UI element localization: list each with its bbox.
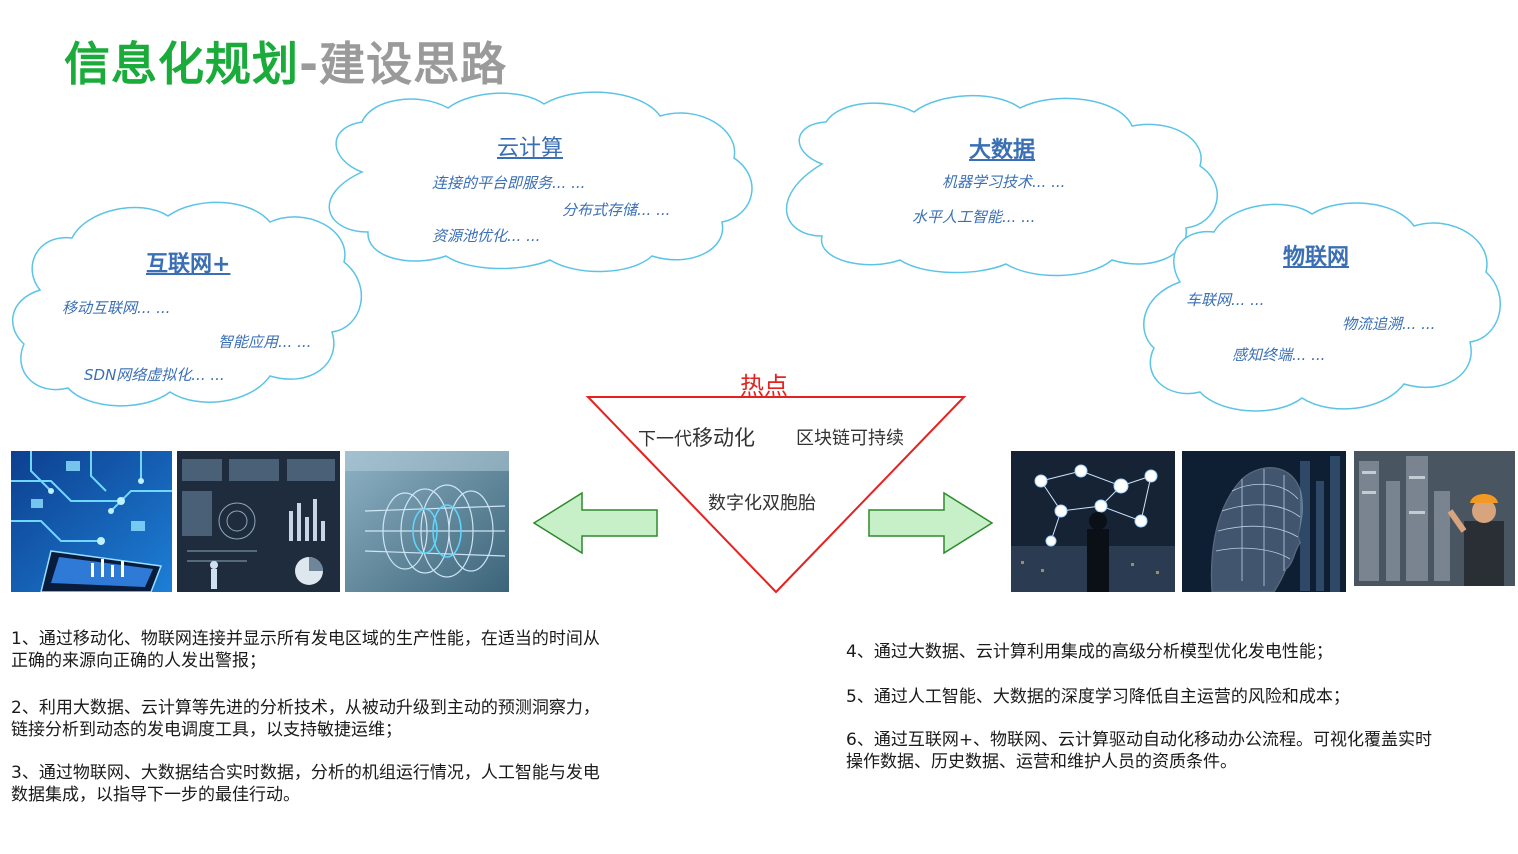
photo-engineer — [1354, 451, 1515, 586]
photo-data-dashboard — [177, 451, 340, 592]
right-paragraph-4: 4、通过大数据、云计算利用集成的高级分析模型优化发电性能； — [846, 641, 1516, 663]
cloud-title-internet: 互联网+ — [146, 252, 231, 277]
paragraph-line: 5、通过人工智能、大数据的深度学习降低自主运营的风险和成本； — [846, 687, 1350, 707]
paragraph-line: 操作数据、历史数据、运营和维护人员的资质条件。 — [846, 752, 1237, 772]
paragraph-line: 4、通过大数据、云计算利用集成的高级分析模型优化发电性能； — [846, 642, 1333, 662]
paragraph-line: 1、通过移动化、物联网连接并显示所有发电区域的生产性能，在适当的时间从 — [11, 629, 600, 649]
paragraph-line: 正确的来源向正确的人发出警报； — [11, 651, 266, 671]
cloud-shape-bigdata — [785, 94, 1218, 277]
right-paragraph-6: 6、通过互联网+、物联网、云计算驱动自动化移动办公流程。可视化覆盖实时 操作数据… — [846, 729, 1516, 773]
cloud-shape-iot — [1143, 202, 1501, 412]
photo-turbine — [345, 451, 509, 592]
right-arrow — [868, 491, 994, 555]
cloud-title-iot: 物联网 — [1283, 245, 1350, 270]
cloud-shape-cloud-computing — [328, 91, 753, 273]
cloud-item: 资源池优化... ... — [432, 227, 541, 245]
cloud-item: 感知终端... ... — [1232, 346, 1326, 364]
paragraph-line: 链接分析到动态的发电调度工具，以支持敏捷运维； — [11, 720, 402, 740]
left-arrow — [532, 491, 658, 555]
hotspot-item-blockchain: 区块链可持续 — [796, 428, 904, 449]
hotspot-item-mobile-prefix: 下一代 — [638, 429, 692, 450]
cloud-title-bigdata: 大数据 — [969, 138, 1036, 163]
title-sub: -建设思路 — [299, 37, 508, 91]
paragraph-line: 3、通过物联网、大数据结合实时数据，分析的机组运行情况，人工智能与发电 — [11, 763, 600, 783]
cloud-item: 机器学习技术... ... — [942, 173, 1066, 191]
left-paragraph-1: 1、通过移动化、物联网连接并显示所有发电区域的生产性能，在适当的时间从 正确的来… — [11, 628, 681, 672]
page-title: 信息化规划-建设思路 — [64, 28, 507, 94]
cloud-item: 连接的平台即服务... ... — [432, 174, 586, 192]
cloud-title-cloud-computing: 云计算 — [497, 136, 564, 161]
cloud-item: 水平人工智能... ... — [912, 208, 1036, 226]
cloud-item: 智能应用... ... — [218, 333, 312, 351]
cloud-item: 车联网... ... — [1186, 291, 1265, 309]
left-paragraph-2: 2、利用大数据、云计算等先进的分析技术，从被动升级到主动的预测洞察力， 链接分析… — [11, 697, 681, 741]
cloud-item: 物流追溯... ... — [1342, 315, 1436, 333]
cloud-item: 分布式存储... ... — [562, 201, 671, 219]
hotspot-item-mobile: 下一代移动化 — [638, 422, 755, 452]
hotspot-item-mobile-main: 移动化 — [692, 426, 755, 450]
hotspot-item-digital-twin: 数字化双胞胎 — [708, 493, 816, 514]
hotspot-label: 热点 — [740, 372, 788, 400]
title-main: 信息化规划 — [64, 37, 299, 91]
paragraph-line: 2、利用大数据、云计算等先进的分析技术，从被动升级到主动的预测洞察力， — [11, 698, 600, 718]
hotspot-triangle — [585, 396, 967, 594]
paragraph-line: 6、通过互联网+、物联网、云计算驱动自动化移动办公流程。可视化覆盖实时 — [846, 730, 1433, 750]
photo-network-touch — [1011, 451, 1175, 592]
cloud-item: SDN网络虚拟化... ... — [84, 366, 225, 384]
photo-ai-face — [1182, 451, 1346, 592]
cloud-item: 移动互联网... ... — [62, 299, 171, 317]
cloud-shape-internet — [11, 201, 362, 407]
paragraph-line: 数据集成，以指导下一步的最佳行动。 — [11, 785, 300, 805]
right-paragraph-5: 5、通过人工智能、大数据的深度学习降低自主运营的风险和成本； — [846, 686, 1516, 708]
photo-circuit-mobile — [11, 451, 172, 592]
left-paragraph-3: 3、通过物联网、大数据结合实时数据，分析的机组运行情况，人工智能与发电 数据集成… — [11, 762, 681, 806]
